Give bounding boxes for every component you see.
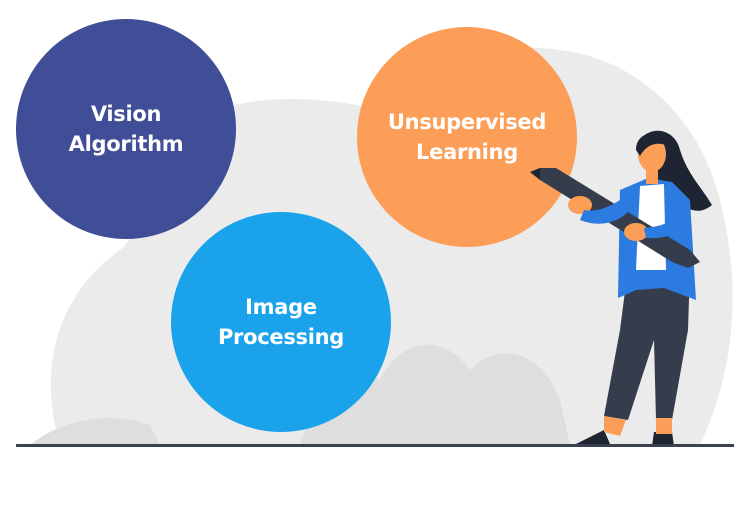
image-processing-circle: Image Processing [171, 212, 391, 432]
left-shoe [576, 430, 610, 444]
pencil-tip [530, 168, 540, 180]
image-label-line2: Processing [217, 325, 345, 349]
right-arm [644, 205, 690, 239]
unsupervised-label-line2: Learning [416, 140, 518, 164]
left-ankle [604, 416, 626, 436]
right-shoe [652, 432, 674, 446]
hair-front [636, 133, 668, 156]
right-hand [624, 223, 648, 241]
unsupervised-label-line1: Unsupervised [387, 110, 547, 134]
left-arm [580, 200, 628, 224]
image-label-line1: Image [245, 295, 317, 319]
ground-line [16, 444, 734, 447]
pants-shape [604, 268, 690, 420]
vision-label-line1: Vision [90, 102, 162, 126]
vision-label-line2: Algorithm [68, 132, 184, 156]
left-hand [568, 196, 592, 214]
vision-algorithm-circle: Vision Algorithm [16, 19, 236, 239]
unsupervised-learning-circle: Unsupervised Learning [357, 27, 577, 247]
right-ankle [656, 418, 672, 434]
